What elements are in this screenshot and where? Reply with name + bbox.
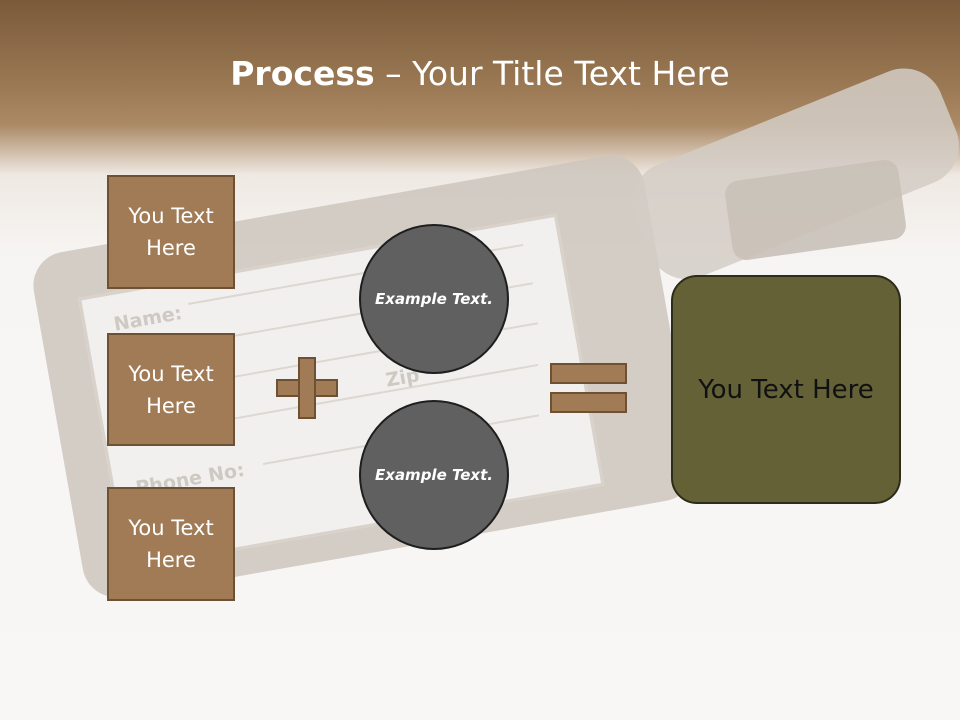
example-circle-1: Example Text. [359,224,509,374]
result-box: You Text Here [671,275,901,504]
plus-sign-icon [276,357,338,419]
equals-sign-bottom-bar [550,392,627,413]
equals-sign-top-bar [550,363,627,384]
title-bold: Process [230,54,375,93]
input-box-3: You Text Here [107,487,235,601]
input-box-2: You Text Here [107,333,235,446]
input-box-1: You Text Here [107,175,235,289]
title-rest: – Your Title Text Here [374,54,730,93]
example-circle-2: Example Text. [359,400,509,550]
slide-title: Process – Your Title Text Here [0,52,960,96]
